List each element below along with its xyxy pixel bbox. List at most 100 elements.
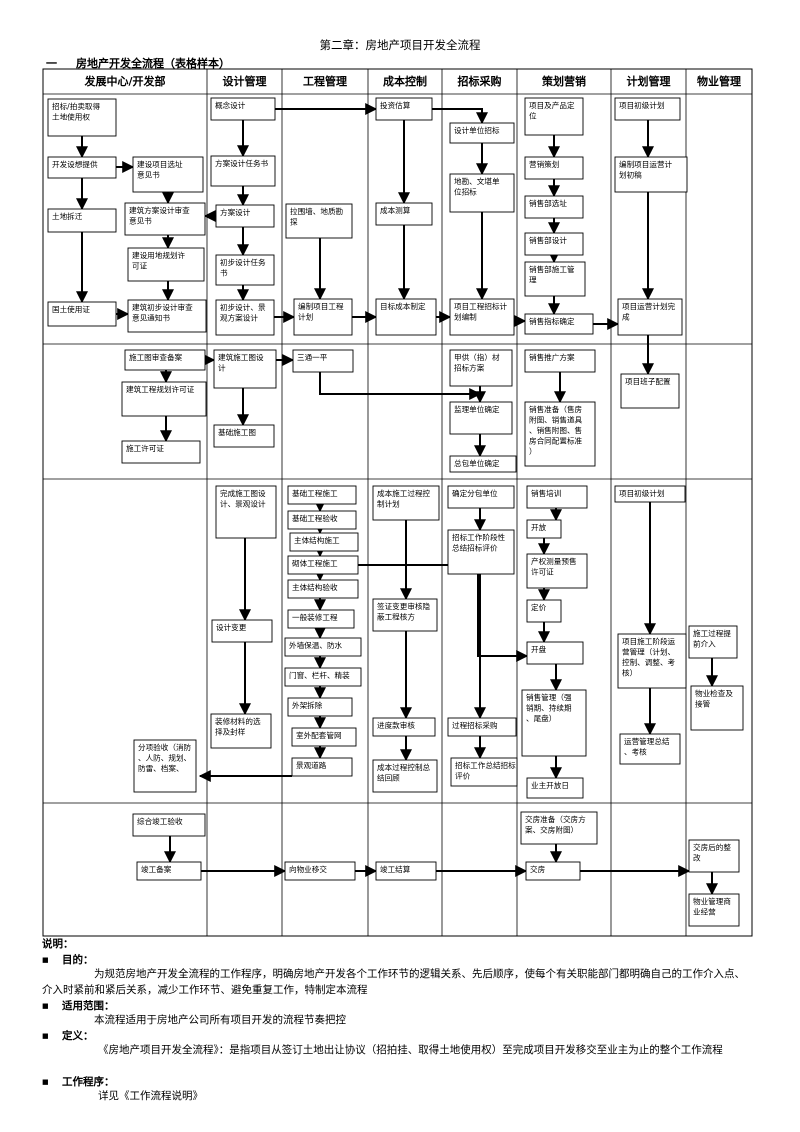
flow-box-frame: [121, 440, 201, 464]
flow-box: 景观道路: [291, 757, 353, 777]
flow-box-label: 销售指标确定: [529, 316, 575, 326]
flow-box-frame: [215, 299, 275, 336]
flow-box-frame: [287, 485, 357, 505]
flow-box: 招标工作总结招标评价: [450, 757, 518, 787]
flow-box-label: 开盘: [531, 644, 547, 654]
flow-box: 销售推广方案: [524, 349, 596, 373]
flow-box: 外墙保温、防水: [284, 637, 362, 657]
flow-box-label: 施工图审查备案: [129, 352, 183, 362]
flow-box: 项目初级计划: [614, 485, 686, 503]
flow-box-label: 建筑工程规划许可证: [126, 384, 195, 394]
flow-box-label: 目标成本制定: [380, 301, 426, 311]
flow-box-label: 基础工程施工: [292, 488, 338, 498]
flow-box-frame: [449, 173, 515, 213]
flow-box-frame: [526, 777, 584, 799]
flow-box: 综合竣工验收: [132, 813, 206, 837]
flow-box-label: 拉围墙、地质勘探: [290, 206, 344, 227]
flowchart: 发展中心/开发部设计管理工程管理成本控制招标采购策划营销计划管理物业管理 招标/…: [42, 68, 753, 937]
flow-box-label: 三通一平: [297, 352, 328, 362]
flow-box-label: 投资估算: [380, 100, 411, 110]
flow-box-label: 外架拆除: [292, 700, 323, 710]
flow-box-label: 向物业移交: [289, 864, 327, 874]
flow-box: 施工图审查备案: [124, 349, 206, 371]
flow-box-label: 销售准备（售房附图、销售道具、销售附图、售房合同配置标准）: [529, 404, 583, 456]
column-header: 物业管理: [697, 74, 741, 88]
flow-box-frame: [447, 717, 517, 737]
bullet-icon: ■: [42, 1002, 49, 1010]
flow-box-frame: [450, 757, 518, 787]
flow-box-label: 交房后的整改: [693, 842, 731, 863]
flow-box-frame: [524, 261, 586, 297]
flow-box-frame: [520, 811, 598, 845]
flow-box-label: 方案设计: [220, 207, 251, 217]
flow-box-frame: [291, 757, 353, 777]
flow-box: 销售管理（强销期、持续期、尾盘）: [521, 689, 587, 757]
flow-box-frame: [526, 641, 584, 665]
flow-box: 基础工程验收: [287, 510, 357, 530]
flow-box-label: 建筑初步设计审查意见通知书: [132, 302, 193, 323]
flow-box-label: 一般装修工程: [292, 612, 338, 622]
flow-box-frame: [614, 156, 688, 193]
flow-box: 概念设计: [210, 97, 276, 121]
flow-box-frame: [372, 598, 438, 632]
flow-box: 基础工程施工: [287, 485, 357, 505]
flow-box-frame: [121, 381, 207, 417]
flow-box-label: 开放: [531, 522, 547, 532]
flow-box-frame: [211, 619, 273, 643]
flow-box-frame: [620, 373, 680, 409]
flow-box-label: 进度款审核: [377, 720, 415, 730]
flow-box-frame: [215, 204, 275, 228]
flow-box-label: 门窗、栏杆、精装: [289, 670, 350, 680]
flow-box-frame: [375, 298, 437, 336]
flow-box: 方案设计: [215, 204, 275, 228]
flow-box-frame: [449, 349, 513, 387]
flow-arrow: [319, 372, 482, 400]
flow-box-label: 项目初级计划: [619, 488, 665, 498]
flow-box-label: 成本施工过程控制计划: [377, 488, 431, 509]
flow-box-frame: [291, 727, 357, 747]
flow-box-label: 甲供（指）材招标方案: [454, 352, 500, 373]
flow-box: 项目及产品定位: [524, 97, 584, 136]
flow-box: 初步设计任务书: [215, 254, 275, 286]
flow-box: 装修材料的选择及封样: [210, 713, 272, 749]
flow-box-label: 销售部选址: [529, 198, 567, 208]
flow-box-label: 项目施工阶段运营管理（计划、控制、调整、考核）: [622, 636, 676, 678]
flow-box: 编制项目工程计划: [293, 298, 353, 336]
flow-box: 目标成本制定: [375, 298, 437, 336]
flow-box: 室外配套管网: [291, 727, 357, 747]
note-purpose-text: 为规范房地产开发全流程的工作程序，明确房地产开发各个工作环节的逻辑关系、先后顺序…: [42, 968, 745, 996]
flow-box-frame: [210, 713, 272, 749]
notes-heading: 说明：: [42, 938, 74, 950]
flow-box-label: 项目班子配置: [625, 376, 671, 386]
flow-box-label: 主体结构验收: [292, 582, 338, 592]
flow-box-label: 初步设计、景观方案设计: [220, 302, 266, 323]
flow-box-label: 方案设计任务书: [215, 158, 269, 168]
flow-box-frame: [447, 529, 515, 575]
flow-box-label: 主体结构施工: [294, 535, 340, 545]
flow-box-label: 竣工备案: [141, 864, 172, 874]
flow-box-frame: [614, 97, 681, 121]
section-label: 房地产开发全流程（表格样本）: [76, 57, 230, 70]
flow-box-label: 编制项目工程计划: [298, 301, 344, 322]
flow-box-frame: [293, 298, 353, 336]
flow-box-label: 分项验收（消防、人防、规划、防雷、档案、: [138, 742, 192, 773]
column-header: 策划营销: [541, 74, 586, 88]
note-procedure-label: 工作程序：: [62, 1076, 115, 1088]
flow-boxes: 招标/拍卖取得土地使用权开发设想提供建设项目选址意见书土地拆迁建筑方案设计审查意…: [47, 97, 744, 927]
column-header: 招标采购: [458, 74, 502, 88]
flow-box: 物业检查及接管: [690, 685, 744, 731]
table-frame: [42, 68, 753, 937]
flow-box-frame: [372, 759, 438, 793]
flow-box-frame: [210, 155, 276, 187]
flow-box-label: 销售部设计: [529, 235, 567, 245]
flow-box-label: 物业管理商业经营: [693, 896, 731, 917]
flow-box: 销售部选址: [524, 195, 584, 219]
flow-box: 销售准备（售房附图、销售道具、销售附图、售房合同配置标准）: [524, 401, 596, 467]
flow-box-frame: [449, 455, 517, 473]
flow-box: 主体结构施工: [289, 532, 359, 552]
flow-box: 成本测算: [375, 202, 433, 226]
flow-box-label: 成本测算: [380, 205, 411, 215]
flow-box: 主体结构验收: [287, 579, 359, 599]
bullet-icon: ■: [42, 956, 49, 964]
